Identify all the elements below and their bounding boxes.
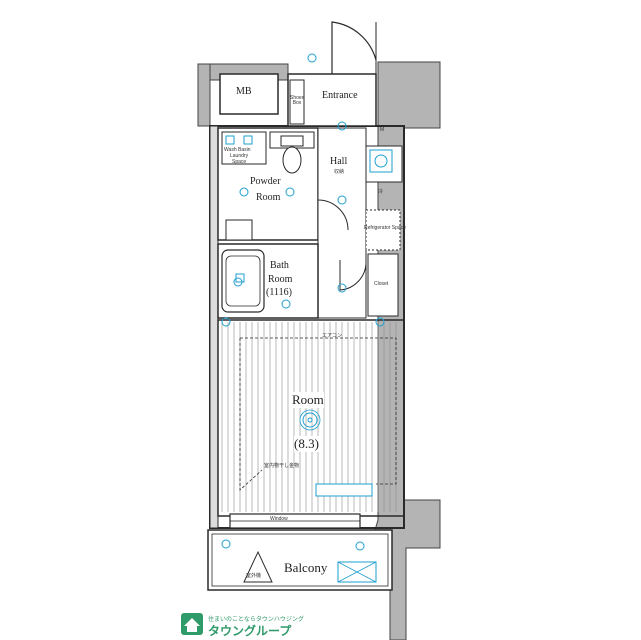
light-icon (337, 283, 347, 293)
light-icon (302, 412, 318, 428)
light-icon (285, 187, 295, 197)
emergency-hatch (243, 550, 273, 583)
closet (367, 253, 399, 317)
label-entrance: Entrance (322, 90, 358, 101)
company-logo-icon (181, 613, 203, 635)
logo-tagline: 住まいのことならタウンハウジング (208, 617, 304, 623)
hall-door-1 (317, 199, 349, 231)
label-powder-2: Room (256, 192, 281, 203)
label-closet: Closet (374, 281, 389, 287)
label-window: Window (270, 516, 288, 522)
label-ref-mark: 冷 (378, 189, 384, 195)
label-outdoor-unit: 室外機 (246, 573, 262, 579)
light-icon (239, 187, 249, 197)
switch-icon (243, 135, 253, 145)
label-hall: Hall (330, 156, 348, 167)
light-icon (355, 541, 365, 551)
label-room-size: (8.3) (294, 436, 319, 452)
label-shoe-box: Shoes Box (290, 95, 305, 106)
powder-cabinet (225, 219, 253, 241)
label-m-mark: M (380, 127, 385, 133)
light-icon (375, 317, 385, 327)
switch-icon (369, 149, 393, 173)
hall-door-2 (339, 260, 367, 291)
label-aircon: エアコン (322, 333, 343, 339)
label-wash-basin: Wash Basin (224, 147, 251, 153)
light-icon (281, 299, 291, 309)
storage-shelf (315, 483, 373, 497)
kitchen-counter (365, 145, 403, 183)
toilet-tank (280, 135, 304, 147)
label-loft-note: 室内物干し金物 (264, 463, 300, 469)
switch-icon (235, 273, 245, 283)
entrance-door (331, 21, 377, 74)
room-flooring (221, 322, 397, 512)
light-icon (307, 53, 317, 63)
label-storage: 収納 (334, 169, 345, 175)
label-powder-1: Powder (250, 176, 281, 187)
light-icon (337, 121, 347, 131)
toilet (282, 146, 302, 174)
shoe-box (289, 79, 305, 125)
label-bath-size: (1116) (266, 287, 292, 298)
bathtub (221, 249, 265, 313)
mb-box (219, 73, 279, 115)
switch-icon (225, 135, 235, 145)
loft-outline (239, 337, 397, 491)
exhaust-fan-icon (299, 409, 321, 431)
hall (317, 127, 367, 319)
light-icon (221, 317, 231, 327)
structural-wall-left (197, 63, 211, 127)
logo-name: タウングループ (208, 624, 292, 638)
light-icon (221, 539, 231, 549)
label-bath-1: Bath (270, 260, 289, 271)
fixtures (221, 53, 393, 551)
hatched-left-wall (209, 125, 219, 529)
label-room: Room (292, 392, 324, 408)
label-refrigerator: Refrigerator Space (364, 225, 406, 231)
label-bath-2: Room (268, 274, 293, 285)
refrigerator-space (365, 209, 401, 251)
label-laundry: Laundry (230, 153, 249, 159)
label-laundry-space: Space (232, 159, 247, 165)
label-balcony: Balcony (284, 560, 328, 575)
light-icon (337, 195, 347, 205)
label-mb: MB (236, 86, 252, 97)
